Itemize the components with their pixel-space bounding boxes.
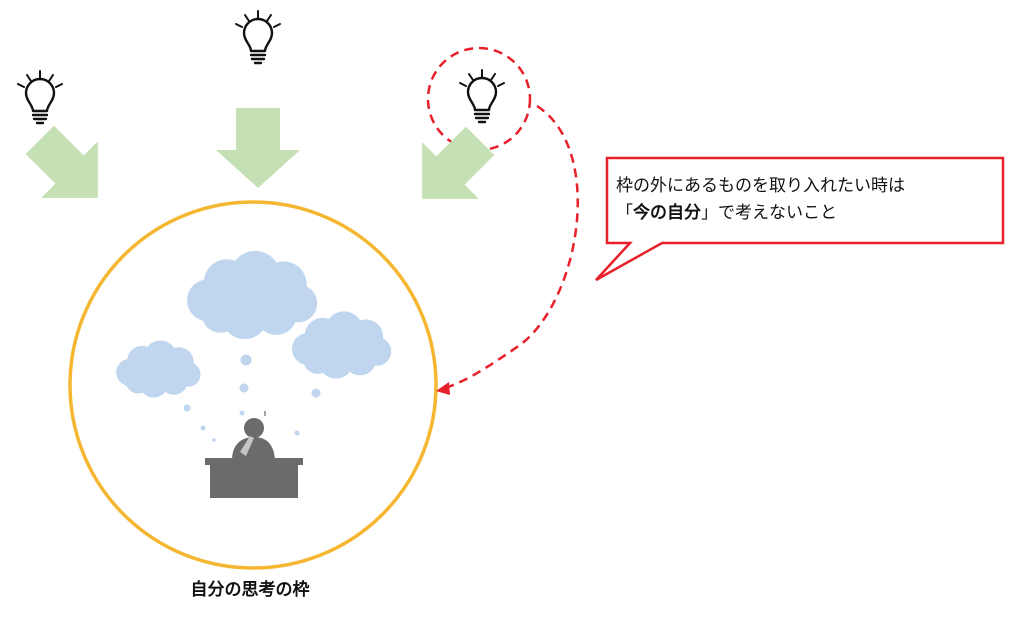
lightbulb-icon [234,9,282,65]
thought-cloud-icon [187,250,318,340]
thinking-person-icon [232,411,275,460]
callout-line-2: 「今の自分」で考えないこと [616,200,996,227]
frame-label: 自分の思考の枠 [190,580,310,600]
thought-cloud-icon [116,340,201,398]
callout-emphasis: 今の自分 [633,203,701,223]
dashed-curved-arrow [444,104,579,390]
highlight-dashed-circle [426,46,532,152]
thinking-frame-circle [68,200,438,570]
arrowhead [436,382,450,395]
lightbulb-icon [458,68,506,124]
arrow-down-right [25,125,98,198]
close-bracket-text: 」で考えないこと [701,203,837,223]
callout-text: 枠の外にあるものを取り入れたい時は 「今の自分」で考えないこと [616,173,996,227]
thought-dots [183,354,321,442]
arrow-down [216,108,300,188]
lightbulb-icon [16,69,64,125]
desk-icon [205,458,303,498]
thought-cloud-icon [292,311,392,379]
callout-line-1: 枠の外にあるものを取り入れたい時は [616,176,905,196]
arrow-down-left [422,126,495,199]
callout-box [595,156,1005,282]
open-bracket: 「 [616,203,633,223]
